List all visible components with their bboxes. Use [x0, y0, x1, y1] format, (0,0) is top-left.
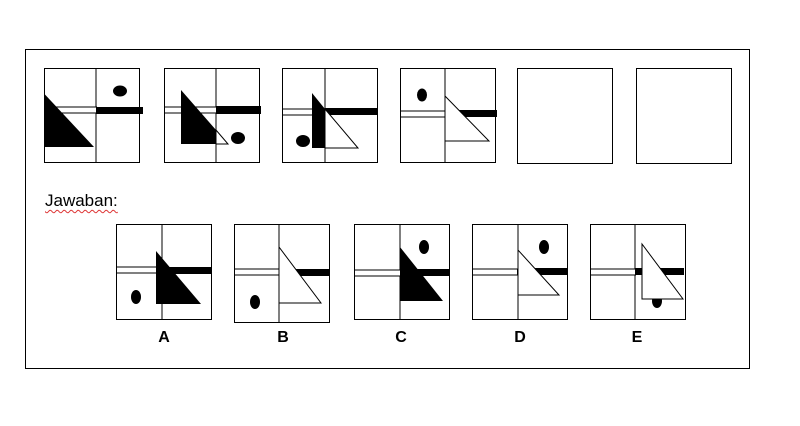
sequence-figure-1 [44, 68, 143, 163]
sequence-blank-tile-6 [636, 68, 733, 164]
option-e-figure [590, 224, 686, 320]
answer-label: Jawaban: [45, 191, 118, 210]
option-c-tile[interactable] [354, 224, 451, 321]
option-b-letter: B [277, 329, 289, 346]
sequence-tile-4 [400, 68, 497, 164]
option-b-tile[interactable] [234, 224, 331, 324]
sequence-blank-tile-5 [517, 68, 614, 164]
option-b-figure [234, 224, 330, 323]
option-a-tile[interactable] [116, 224, 213, 321]
option-c-letter: C [395, 329, 407, 346]
sequence-figure-4 [400, 68, 497, 163]
sequence-blank-figure-6 [636, 68, 732, 164]
option-e-tile[interactable] [590, 224, 687, 321]
sequence-tile-1 [44, 68, 143, 164]
puzzle-frame [25, 49, 750, 369]
option-d-tile[interactable] [472, 224, 569, 321]
sequence-blank-figure-5 [517, 68, 613, 164]
option-a-figure [116, 224, 212, 320]
option-a-letter: A [158, 329, 170, 346]
option-c-figure [354, 224, 450, 320]
option-d-letter: D [514, 329, 526, 346]
sequence-figure-3 [282, 68, 378, 163]
sequence-tile-3 [282, 68, 379, 164]
sequence-tile-2 [164, 68, 261, 164]
sequence-figure-2 [164, 68, 261, 163]
option-d-figure [472, 224, 568, 320]
option-e-letter: E [631, 329, 643, 346]
